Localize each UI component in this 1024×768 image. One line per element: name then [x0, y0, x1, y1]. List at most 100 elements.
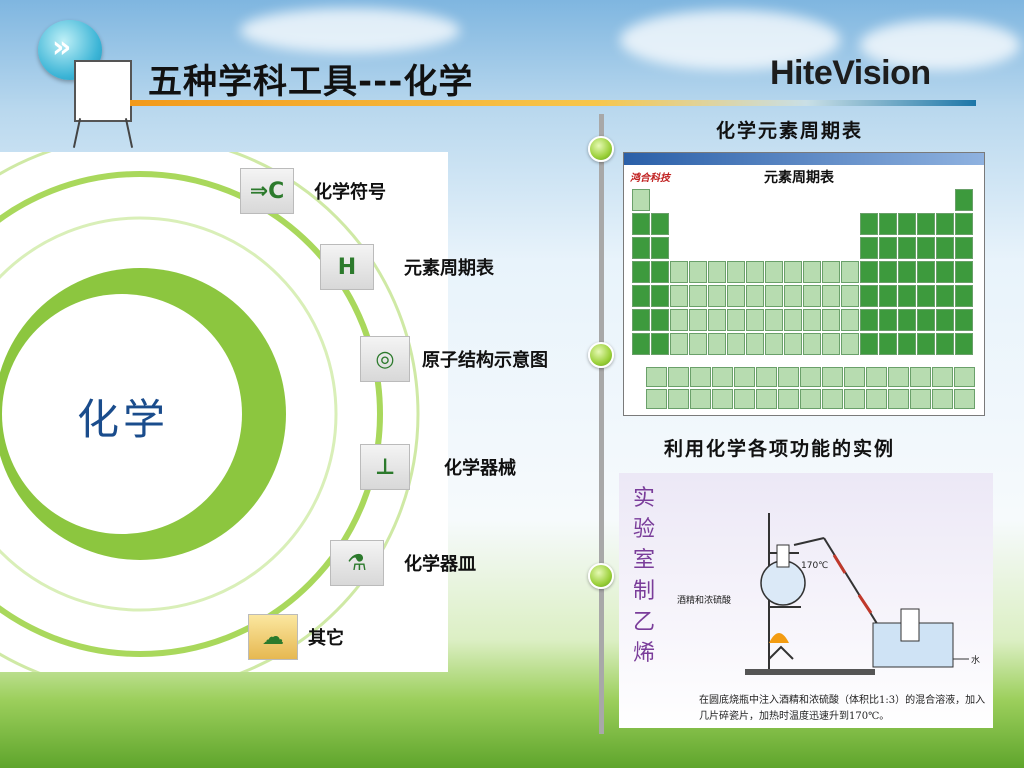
element-cell[interactable] [765, 309, 783, 331]
element-cell[interactable] [734, 367, 755, 387]
element-cell[interactable] [860, 285, 878, 307]
element-cell[interactable] [646, 389, 667, 409]
element-cell[interactable] [784, 261, 802, 283]
element-cell[interactable] [651, 237, 669, 259]
element-cell[interactable] [803, 333, 821, 355]
element-cell[interactable] [765, 333, 783, 355]
element-cell[interactable] [822, 367, 843, 387]
menu-item-atom-structure[interactable]: ◎ 原子结构示意图 [360, 336, 548, 382]
element-cell[interactable] [910, 367, 931, 387]
element-cell[interactable] [844, 367, 865, 387]
element-cell[interactable] [917, 237, 935, 259]
element-cell[interactable] [822, 309, 840, 331]
element-cell[interactable] [708, 261, 726, 283]
element-cell[interactable] [898, 333, 916, 355]
element-cell[interactable] [690, 367, 711, 387]
element-cell[interactable] [822, 261, 840, 283]
element-cell[interactable] [844, 389, 865, 409]
element-cell[interactable] [860, 333, 878, 355]
element-cell[interactable] [746, 261, 764, 283]
element-cell[interactable] [651, 285, 669, 307]
element-cell[interactable] [800, 367, 821, 387]
element-cell[interactable] [917, 213, 935, 235]
timeline-dot[interactable] [588, 563, 614, 589]
element-cell[interactable] [917, 309, 935, 331]
element-cell[interactable] [689, 261, 707, 283]
element-cell[interactable] [879, 237, 897, 259]
element-cell[interactable] [803, 261, 821, 283]
element-cell[interactable] [708, 333, 726, 355]
element-cell[interactable] [784, 309, 802, 331]
element-cell[interactable] [746, 333, 764, 355]
element-cell[interactable] [822, 285, 840, 307]
element-cell[interactable] [910, 389, 931, 409]
element-cell[interactable] [689, 309, 707, 331]
element-cell[interactable] [936, 237, 954, 259]
element-cell[interactable] [955, 309, 973, 331]
element-cell[interactable] [841, 333, 859, 355]
element-cell[interactable] [727, 333, 745, 355]
element-cell[interactable] [936, 309, 954, 331]
element-cell[interactable] [651, 213, 669, 235]
element-cell[interactable] [734, 389, 755, 409]
element-cell[interactable] [898, 309, 916, 331]
element-cell[interactable] [917, 285, 935, 307]
element-cell[interactable] [778, 367, 799, 387]
element-cell[interactable] [888, 389, 909, 409]
periodic-table-window[interactable]: 鸿合科技 元素周期表 [623, 152, 985, 416]
timeline-dot[interactable] [588, 136, 614, 162]
element-cell[interactable] [746, 309, 764, 331]
element-cell[interactable] [879, 333, 897, 355]
element-cell[interactable] [841, 261, 859, 283]
element-cell[interactable] [955, 261, 973, 283]
element-cell[interactable] [708, 285, 726, 307]
element-cell[interactable] [632, 189, 650, 211]
element-cell[interactable] [936, 333, 954, 355]
menu-item-others[interactable]: ☁ 其它 [248, 614, 344, 660]
element-cell[interactable] [917, 261, 935, 283]
element-cell[interactable] [866, 367, 887, 387]
element-cell[interactable] [651, 333, 669, 355]
element-cell[interactable] [879, 285, 897, 307]
element-cell[interactable] [632, 285, 650, 307]
element-cell[interactable] [800, 389, 821, 409]
menu-item-lab-apparatus[interactable]: ⊥ 化学器械 [360, 444, 516, 490]
element-cell[interactable] [727, 261, 745, 283]
element-cell[interactable] [955, 189, 973, 211]
element-cell[interactable] [756, 367, 777, 387]
element-cell[interactable] [756, 389, 777, 409]
element-cell[interactable] [670, 309, 688, 331]
element-cell[interactable] [917, 333, 935, 355]
element-cell[interactable] [955, 333, 973, 355]
menu-item-test-tubes[interactable]: ⚗ 化学器皿 [330, 540, 476, 586]
element-cell[interactable] [712, 367, 733, 387]
element-cell[interactable] [746, 285, 764, 307]
menu-item-periodic-table[interactable]: H 元素周期表 [320, 244, 494, 290]
element-cell[interactable] [860, 261, 878, 283]
element-cell[interactable] [879, 213, 897, 235]
element-cell[interactable] [632, 309, 650, 331]
element-cell[interactable] [879, 261, 897, 283]
element-cell[interactable] [955, 237, 973, 259]
element-cell[interactable] [668, 367, 689, 387]
element-cell[interactable] [651, 309, 669, 331]
element-cell[interactable] [765, 285, 783, 307]
element-cell[interactable] [860, 309, 878, 331]
element-cell[interactable] [841, 309, 859, 331]
element-cell[interactable] [784, 285, 802, 307]
element-cell[interactable] [670, 261, 688, 283]
element-cell[interactable] [841, 285, 859, 307]
element-cell[interactable] [727, 309, 745, 331]
menu-item-chemical-symbol[interactable]: ⇒C 化学符号 [240, 168, 386, 214]
timeline-dot[interactable] [588, 342, 614, 368]
element-cell[interactable] [898, 285, 916, 307]
element-cell[interactable] [955, 213, 973, 235]
element-cell[interactable] [632, 333, 650, 355]
element-cell[interactable] [860, 213, 878, 235]
element-cell[interactable] [879, 309, 897, 331]
element-cell[interactable] [936, 285, 954, 307]
element-cell[interactable] [932, 389, 953, 409]
ethylene-experiment-panel[interactable]: 实验室制乙烯 170℃ 酒精和浓硫酸 水 在圆底烧瓶中注入酒精和浓硫酸（体积比1… [619, 473, 993, 728]
element-cell[interactable] [765, 261, 783, 283]
element-cell[interactable] [898, 237, 916, 259]
